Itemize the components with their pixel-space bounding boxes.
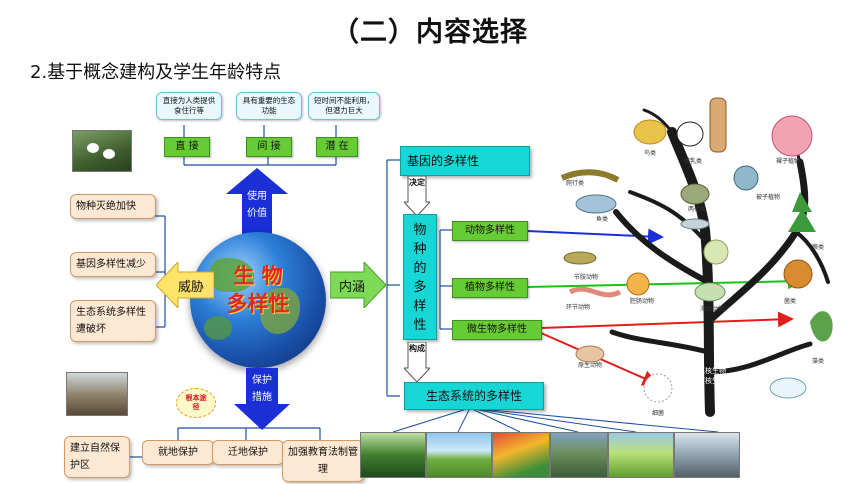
content-arrow xyxy=(330,262,386,308)
ecosystem-fan xyxy=(392,407,719,433)
flower-icon xyxy=(771,115,813,157)
label-fish: 鱼类 xyxy=(596,216,609,223)
direct-value-box: 直 接 xyxy=(164,137,210,157)
globe-text-line2: 多样性 xyxy=(226,292,290,316)
frog-icon xyxy=(680,183,710,205)
panda-photo xyxy=(72,130,132,172)
in-situ-protection: 就地保护 xyxy=(142,440,214,465)
human-icon xyxy=(709,97,727,153)
constitutes-arrow xyxy=(404,342,430,382)
label-fungi: 菌类 xyxy=(784,298,797,305)
grasshopper-icon xyxy=(563,251,597,265)
use-value-arrow xyxy=(226,168,288,240)
content-label: 内涵 xyxy=(338,280,365,295)
direct-value-callout: 直接为人类提供食住行等 xyxy=(156,92,222,120)
label-algae: 藻类 xyxy=(812,358,825,365)
label-sponge: 海绵动物 xyxy=(700,306,725,313)
species-diversity-box: 物种的多样性 xyxy=(403,214,437,340)
algae-icon xyxy=(769,377,807,399)
ex-situ-protection: 迁地保护 xyxy=(212,440,284,465)
nature-reserve-box: 建立自然保护区 xyxy=(64,436,130,478)
coast-photo xyxy=(674,432,740,478)
fern-icon xyxy=(788,192,816,232)
globe-text-line1: 生 物 xyxy=(233,264,283,288)
label-gymnosperm: 裸子植物 xyxy=(776,158,801,165)
fundamental-path-bubble: 根本途径 xyxy=(176,388,216,418)
globe xyxy=(190,232,326,368)
forest-photo xyxy=(360,432,426,478)
indirect-value-box: 间 接 xyxy=(246,137,292,157)
label-fern: 蕨类 xyxy=(812,244,825,251)
bird-icon xyxy=(633,119,667,145)
protection-bracket xyxy=(128,427,321,458)
label-annelid: 环节动物 xyxy=(566,304,591,311)
label-amphibian: 两栖类 xyxy=(688,206,707,213)
page-subtitle: 2.基于概念建构及学生年龄特点 xyxy=(30,62,282,83)
content-bracket xyxy=(386,159,400,397)
seahorse-icon xyxy=(733,165,759,191)
tree-of-life xyxy=(560,97,833,417)
species-bracket xyxy=(439,229,452,330)
label-reptile: 爬行类 xyxy=(566,180,585,187)
wetland-photo xyxy=(492,432,550,478)
animal-diversity-box: 动物多样性 xyxy=(452,221,528,241)
grassland-photo xyxy=(426,432,492,478)
threat-label: 威胁 xyxy=(177,280,204,295)
protection-label: 保护措施 xyxy=(252,375,272,403)
threat-arrow xyxy=(156,262,214,308)
fish2-icon xyxy=(680,218,710,230)
label-mammal: 哺乳类 xyxy=(684,158,703,165)
decides-label: 决定 xyxy=(409,178,425,187)
microbe-arrow-1 xyxy=(540,311,794,329)
microbe-diversity-box: 微生物多样性 xyxy=(452,320,542,340)
eukaryote-label: 真核生物 xyxy=(698,367,726,375)
panda-icon xyxy=(676,121,704,147)
ecosystem-diversity-box: 生态系统的多样性 xyxy=(404,382,544,410)
label-arthropod: 节肢动物 xyxy=(574,274,599,281)
cause-ecosystem-damage: 生态系统多样性遭破坏 xyxy=(70,300,156,342)
gene-diversity-box: 基因的多样性 xyxy=(400,146,530,176)
potential-value-callout: 短时间不能利用，但潜力巨大 xyxy=(308,92,380,120)
farmland-photo xyxy=(608,432,674,478)
label-protozoa: 原生动物 xyxy=(578,362,603,369)
page-title: （二）内容选择 xyxy=(332,17,528,48)
seaweed-icon xyxy=(810,311,833,342)
decides-arrow xyxy=(404,176,430,216)
lizard-icon xyxy=(560,169,620,183)
constitutes-label: 构成 xyxy=(409,344,425,353)
plant-diversity-box: 植物多样性 xyxy=(452,278,528,298)
species-diversity-label: 物种的多样性 xyxy=(413,223,427,333)
fish-icon xyxy=(575,194,617,214)
deforestation-photo xyxy=(66,372,128,416)
cause-gene-loss: 基因多样性减少 xyxy=(70,252,156,277)
label-bacteria: 细菌 xyxy=(652,410,665,417)
threat-bracket xyxy=(155,215,166,328)
lake-photo xyxy=(550,432,608,478)
value-bracket xyxy=(183,125,337,166)
cause-species-extinction: 物种灭绝加快 xyxy=(70,194,156,219)
label-cnidarian: 腔肠动物 xyxy=(630,298,655,305)
bacteria-icon xyxy=(643,373,673,403)
protozoa-icon xyxy=(575,345,605,363)
sponge-icon xyxy=(694,282,726,302)
indirect-value-callout: 具有重要的生态功能 xyxy=(236,92,302,120)
label-angiosperm: 被子植物 xyxy=(756,194,781,201)
mushroom-coral-icon xyxy=(703,239,729,265)
education-legal-management: 加强教育法制管理 xyxy=(282,440,364,482)
earthworm-icon xyxy=(568,286,622,298)
jellyfish-icon xyxy=(626,272,650,296)
use-value-label: 使用价值 xyxy=(247,191,267,219)
mushroom-icon xyxy=(783,259,813,289)
prokaryote-label: 原核生物 xyxy=(698,377,726,385)
label-bird: 鸟类 xyxy=(644,150,657,157)
protection-arrow xyxy=(234,368,290,430)
potential-value-box: 潜 在 xyxy=(316,137,358,157)
